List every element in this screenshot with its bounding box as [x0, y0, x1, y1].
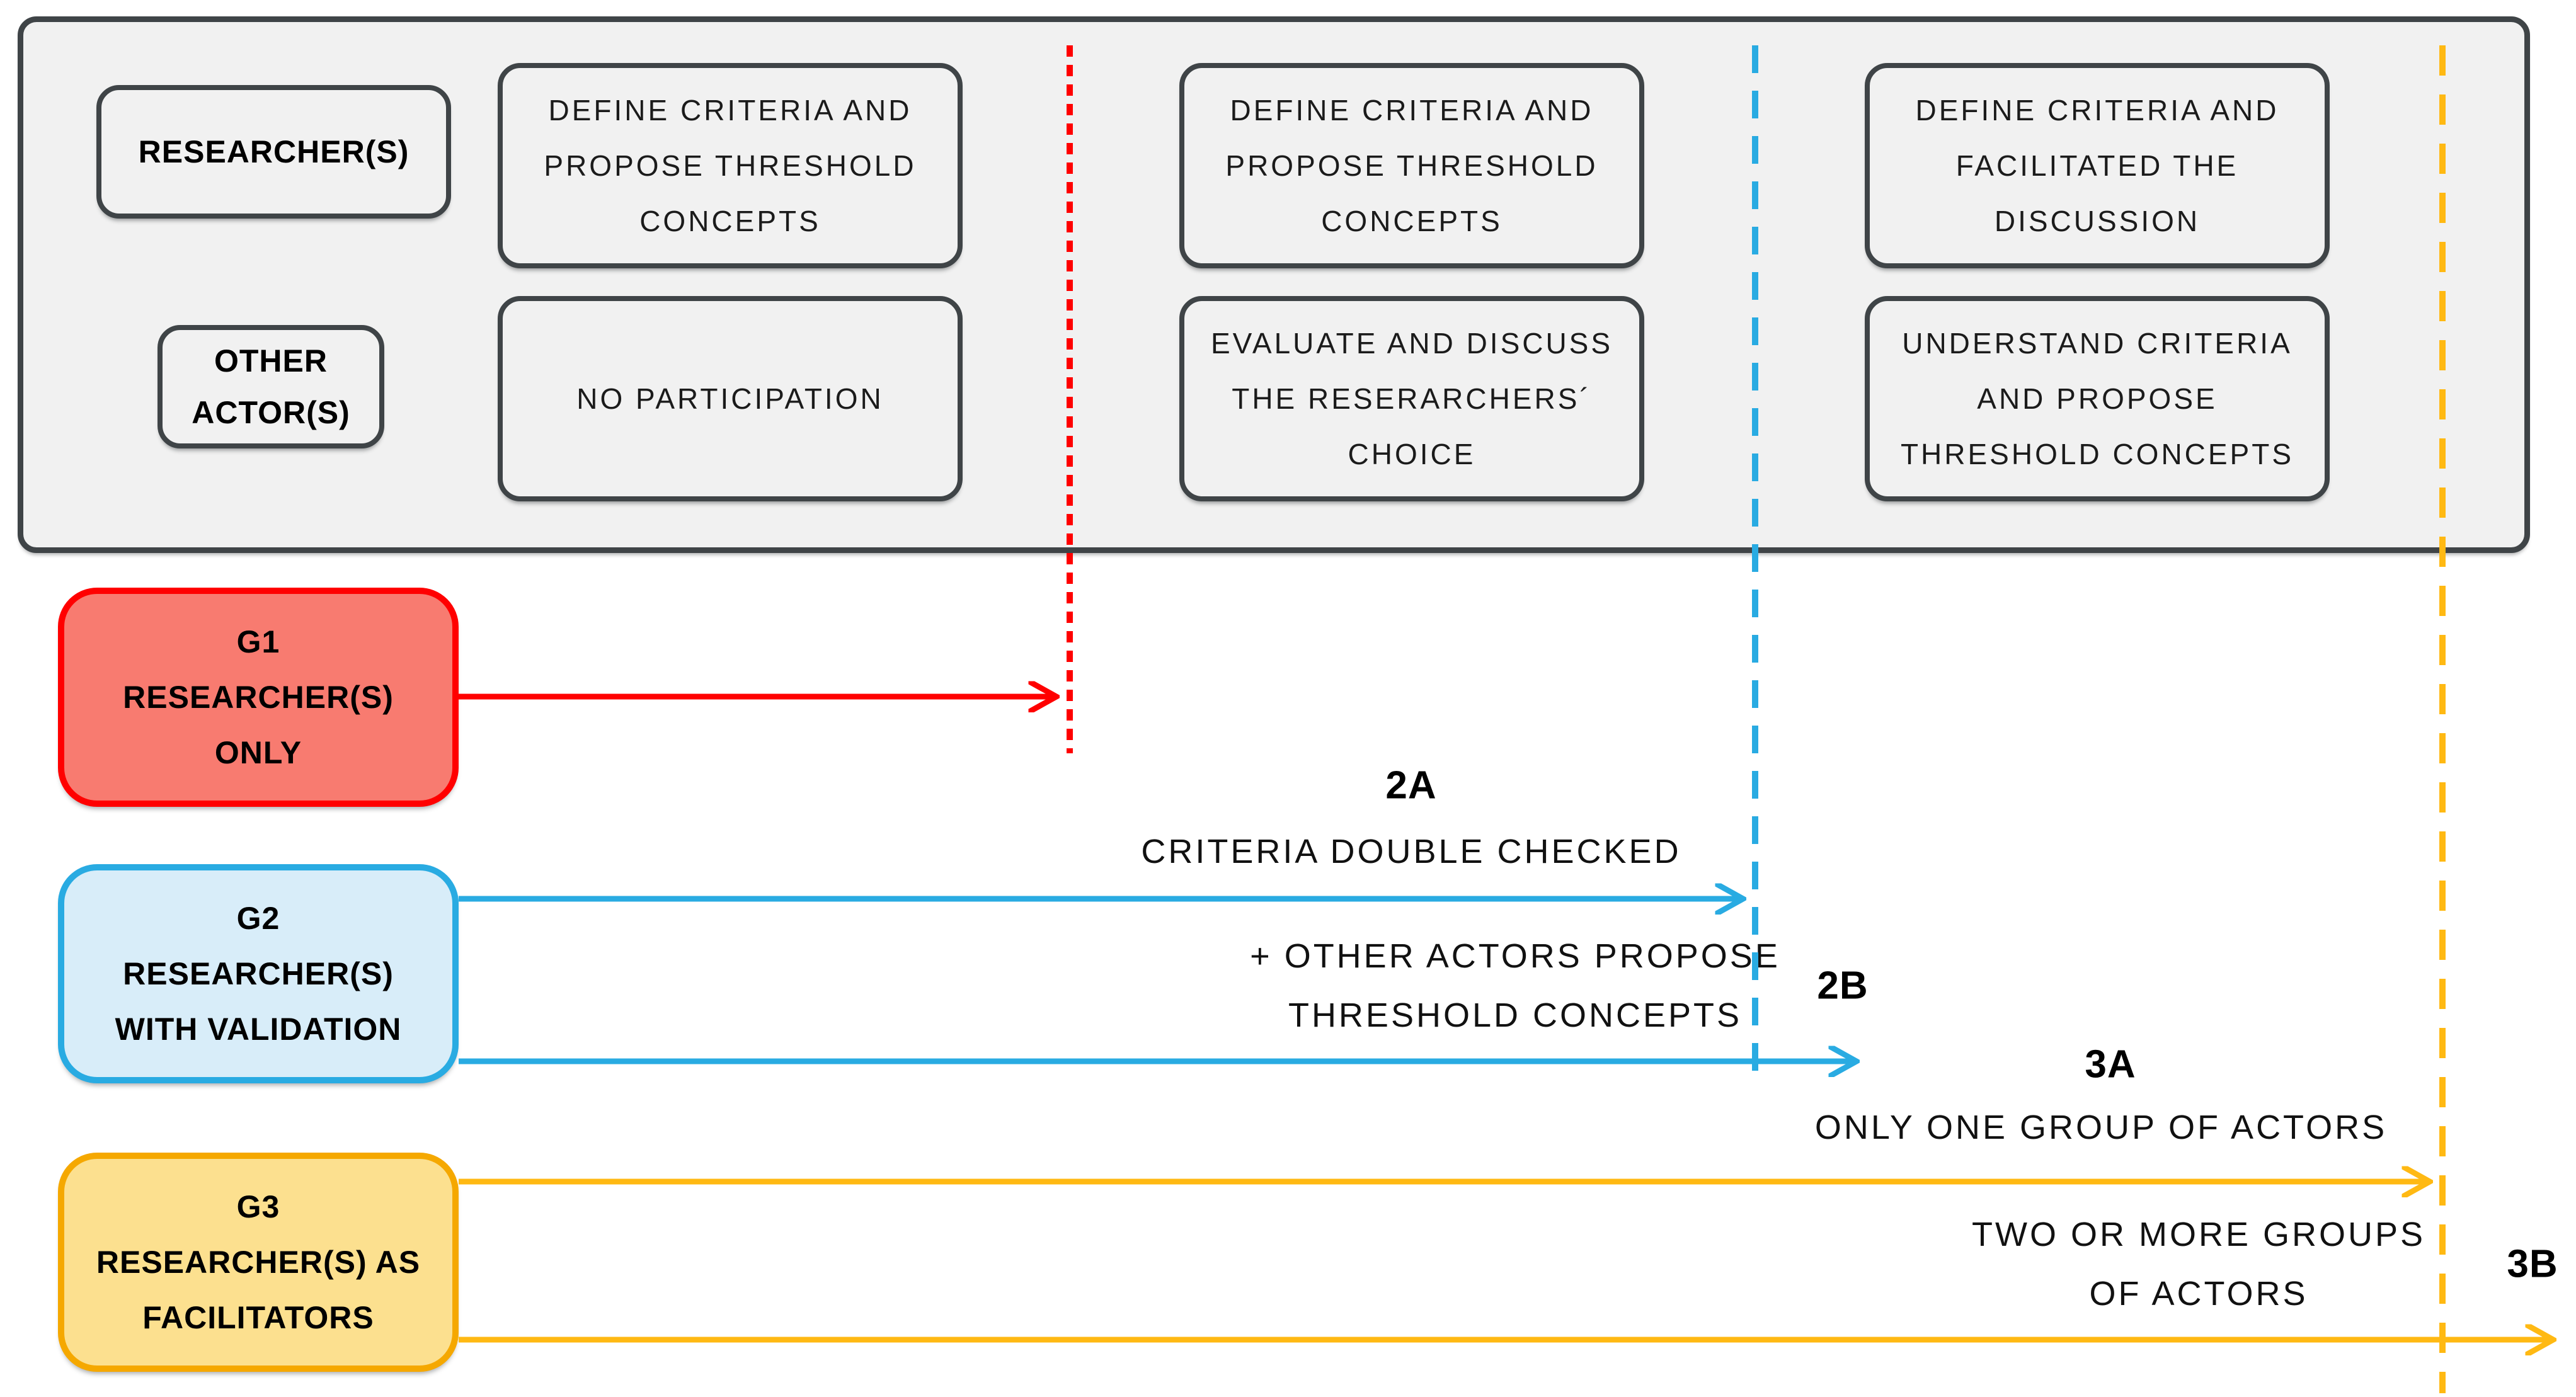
cell-g3-researcher-role-text: DEFINE CRITERIA AND FACILITATED THE DISC… — [1915, 94, 2279, 237]
label-2b-text: + OTHER ACTORS PROPOSE THRESHOLD CONCEPT… — [1250, 937, 1780, 1034]
group-g3-id: G3 — [236, 1189, 280, 1224]
cell-g2-researcher-role: DEFINE CRITERIA AND PROPOSE THRESHOLD CO… — [1179, 63, 1644, 268]
cell-g2-other-role-text: EVALUATE AND DISCUSS THE RESERARCHERS´ C… — [1210, 327, 1613, 470]
cell-g2-researcher-role-text: DEFINE CRITERIA AND PROPOSE THRESHOLD CO… — [1225, 94, 1598, 237]
label-2a-tag: 2A — [1385, 763, 1437, 807]
row-header-researchers: RESEARCHER(S) — [96, 85, 451, 219]
group-g3-role: RESEARCHER(S) AS FACILITATORS — [96, 1245, 421, 1335]
label-3b-text: TWO OR MORE GROUPS OF ACTORS — [1972, 1216, 2425, 1313]
cell-g2-other-role: EVALUATE AND DISCUSS THE RESERARCHERS´ C… — [1179, 296, 1644, 501]
label-2a-text: CRITERIA DOUBLE CHECKED — [1141, 833, 1681, 870]
row-header-researchers-label: RESEARCHER(S) — [138, 134, 409, 169]
cell-g3-researcher-role: DEFINE CRITERIA AND FACILITATED THE DISC… — [1865, 63, 2330, 268]
cell-g1-other-role: NO PARTICIPATION — [498, 296, 963, 501]
cell-g1-other-role-text: NO PARTICIPATION — [576, 382, 884, 415]
group-g2-id: G2 — [236, 901, 280, 936]
cell-g1-researcher-role-text: DEFINE CRITERIA AND PROPOSE THRESHOLD CO… — [544, 94, 917, 237]
group-g1-id: G1 — [236, 624, 280, 659]
label-3b-tag: 3B — [2507, 1242, 2558, 1286]
row-header-other-actors: OTHER ACTOR(S) — [157, 325, 384, 448]
cell-g1-researcher-role: DEFINE CRITERIA AND PROPOSE THRESHOLD CO… — [498, 63, 963, 268]
label-3a-tag: 3A — [2085, 1042, 2136, 1086]
label-3a-text: ONLY ONE GROUP OF ACTORS — [1814, 1109, 2388, 1146]
group-g1-researchers-only: G1 RESEARCHER(S) ONLY — [58, 588, 459, 807]
group-g3-researchers-as-facilitators: G3 RESEARCHER(S) AS FACILITATORS — [58, 1153, 459, 1372]
group-g1-role: RESEARCHER(S) ONLY — [123, 680, 394, 770]
cell-g3-other-role-text: UNDERSTAND CRITERIA AND PROPOSE THRESHOL… — [1900, 327, 2294, 470]
label-2b-tag: 2B — [1817, 964, 1869, 1008]
row-header-other-actors-label: OTHER ACTOR(S) — [192, 343, 350, 430]
group-g2-role: RESEARCHER(S) WITH VALIDATION — [115, 956, 402, 1047]
group-g2-researchers-with-validation: G2 RESEARCHER(S) WITH VALIDATION — [58, 864, 459, 1083]
cell-g3-other-role: UNDERSTAND CRITERIA AND PROPOSE THRESHOL… — [1865, 296, 2330, 501]
